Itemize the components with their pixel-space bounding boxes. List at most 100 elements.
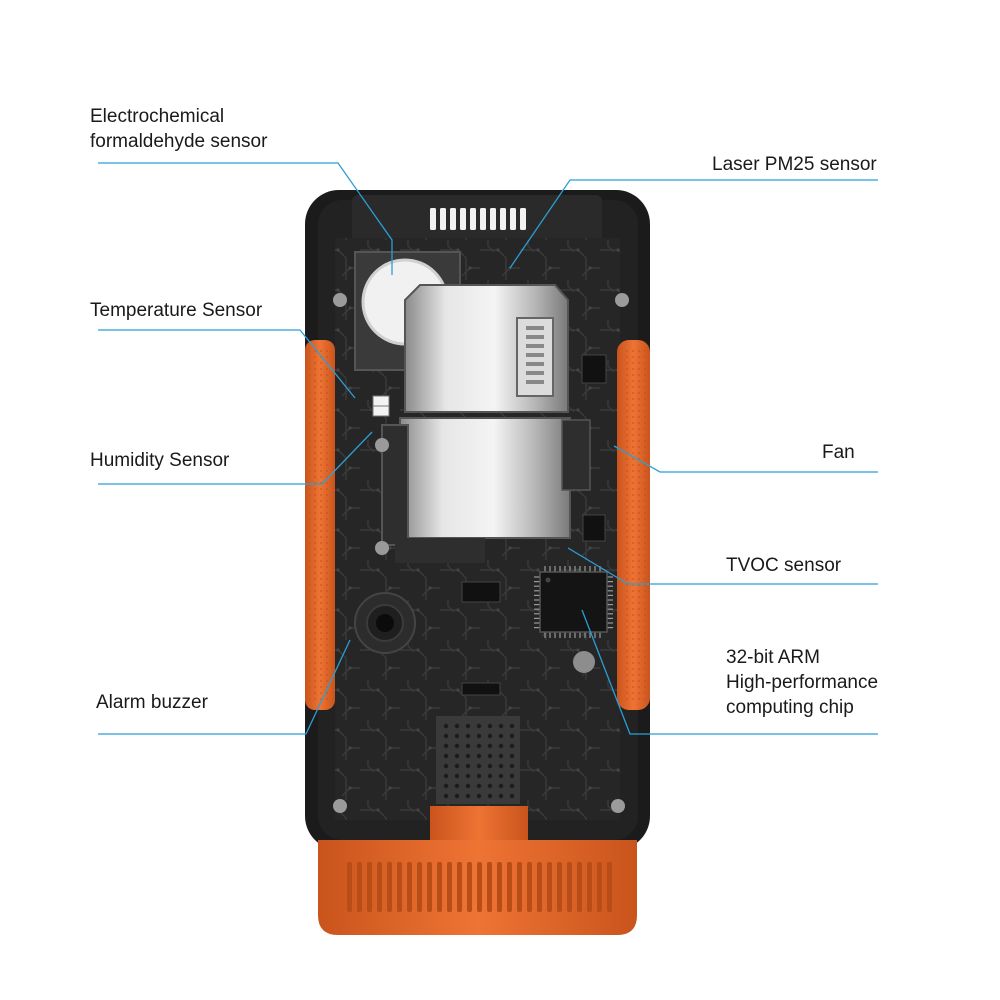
top-vent-slot bbox=[440, 208, 446, 230]
pad-dot bbox=[454, 753, 460, 759]
callout-arm-chip bbox=[581, 609, 878, 735]
callout-pm25 bbox=[509, 179, 878, 269]
pad-dot bbox=[476, 743, 482, 749]
top-vent-slot bbox=[490, 208, 496, 230]
pm25-sensor-module bbox=[375, 284, 591, 563]
connector-pin bbox=[526, 380, 544, 384]
temperature-humidity-sensor bbox=[372, 395, 390, 417]
connector-pin bbox=[526, 362, 544, 366]
bottom-vent-slot bbox=[527, 862, 532, 912]
top-vent-slot bbox=[460, 208, 466, 230]
top-vent-slot bbox=[470, 208, 476, 230]
bottom-vent-slot bbox=[347, 862, 352, 912]
pad-dot bbox=[498, 793, 504, 799]
bottom-vent-slot bbox=[487, 862, 492, 912]
bottom-vent-slot bbox=[587, 862, 592, 912]
bottom-vent-slot bbox=[517, 862, 522, 912]
pad-dot bbox=[498, 733, 504, 739]
pad-dot bbox=[465, 743, 471, 749]
bottom-vent-slot bbox=[497, 862, 502, 912]
bottom-vent-slot bbox=[427, 862, 432, 912]
left-orange-grip bbox=[305, 340, 335, 710]
alarm-buzzer bbox=[354, 592, 416, 654]
pad-dot bbox=[443, 783, 449, 789]
pad-dot bbox=[498, 743, 504, 749]
pad-dot bbox=[454, 783, 460, 789]
pad-dot bbox=[487, 793, 493, 799]
callout-lines bbox=[98, 162, 878, 735]
pad-dot bbox=[487, 773, 493, 779]
pad-dot bbox=[476, 753, 482, 759]
pad-dot bbox=[454, 733, 460, 739]
pad-dot bbox=[498, 783, 504, 789]
pad-dot bbox=[476, 723, 482, 729]
callout-tvoc bbox=[567, 547, 878, 585]
pad-dot bbox=[476, 763, 482, 769]
pad-dot bbox=[487, 743, 493, 749]
pad-dot bbox=[509, 753, 515, 759]
pad-dot bbox=[443, 743, 449, 749]
bottom-vent-slot bbox=[567, 862, 572, 912]
pad-dot bbox=[509, 783, 515, 789]
pad-dot bbox=[487, 763, 493, 769]
label-fan: Fan bbox=[822, 442, 855, 463]
pad-dot bbox=[443, 793, 449, 799]
pad-dot bbox=[443, 753, 449, 759]
pad-dot bbox=[465, 793, 471, 799]
pad-dot bbox=[509, 773, 515, 779]
bottom-vent-slot bbox=[447, 862, 452, 912]
pad-dot bbox=[443, 733, 449, 739]
bottom-vent-slot bbox=[417, 862, 422, 912]
label-temperature-sensor: Temperature Sensor bbox=[90, 300, 263, 321]
pad-dot bbox=[476, 773, 482, 779]
pad-dot bbox=[509, 723, 515, 729]
bottom-vent-slot bbox=[407, 862, 412, 912]
pad-dot bbox=[443, 723, 449, 729]
bottom-vent-slot bbox=[467, 862, 472, 912]
pad-dot bbox=[454, 793, 460, 799]
top-vent-grille bbox=[352, 195, 602, 243]
pad-dot bbox=[443, 773, 449, 779]
pad-dot bbox=[443, 763, 449, 769]
pad-dot bbox=[487, 753, 493, 759]
misc-components bbox=[436, 651, 595, 804]
bottom-vent-slot bbox=[547, 862, 552, 912]
pad-dot bbox=[487, 723, 493, 729]
bottom-vent-slot bbox=[607, 862, 612, 912]
pad-dot bbox=[465, 763, 471, 769]
pad-dot bbox=[498, 753, 504, 759]
label-alarm-buzzer: Alarm buzzer bbox=[96, 692, 208, 713]
bottom-vent-slot bbox=[387, 862, 392, 912]
pad-dot bbox=[509, 743, 515, 749]
connector-pin bbox=[526, 335, 544, 339]
bottom-vent-slot bbox=[357, 862, 362, 912]
bottom-vent-slot bbox=[377, 862, 382, 912]
bottom-vent-slot bbox=[557, 862, 562, 912]
pad-dot bbox=[509, 793, 515, 799]
pad-dot bbox=[509, 733, 515, 739]
bottom-vent-slot bbox=[457, 862, 462, 912]
top-vent-slot bbox=[480, 208, 486, 230]
arm-chip bbox=[534, 566, 613, 638]
pad-dot bbox=[476, 793, 482, 799]
connector-pin bbox=[526, 326, 544, 330]
label-pm25-sensor: Laser PM25 sensor bbox=[712, 154, 877, 175]
connector-pin bbox=[526, 344, 544, 348]
pad-dot bbox=[498, 723, 504, 729]
label-humidity-sensor: Humidity Sensor bbox=[90, 450, 230, 471]
bottom-vent-slot bbox=[537, 862, 542, 912]
pad-dot bbox=[454, 773, 460, 779]
bottom-vent-slot bbox=[577, 862, 582, 912]
pad-dot bbox=[454, 743, 460, 749]
pad-dot bbox=[498, 773, 504, 779]
pad-dot bbox=[454, 763, 460, 769]
bottom-vent-slot bbox=[477, 862, 482, 912]
bottom-vent-slot bbox=[507, 862, 512, 912]
pad-dot bbox=[465, 773, 471, 779]
callout-formaldehyde bbox=[98, 162, 393, 275]
small-ic-chips bbox=[461, 354, 607, 696]
callout-humidity bbox=[98, 431, 373, 485]
top-vent-slot bbox=[520, 208, 526, 230]
label-formaldehyde-sensor: Electrochemical formaldehyde sensor bbox=[90, 106, 268, 152]
